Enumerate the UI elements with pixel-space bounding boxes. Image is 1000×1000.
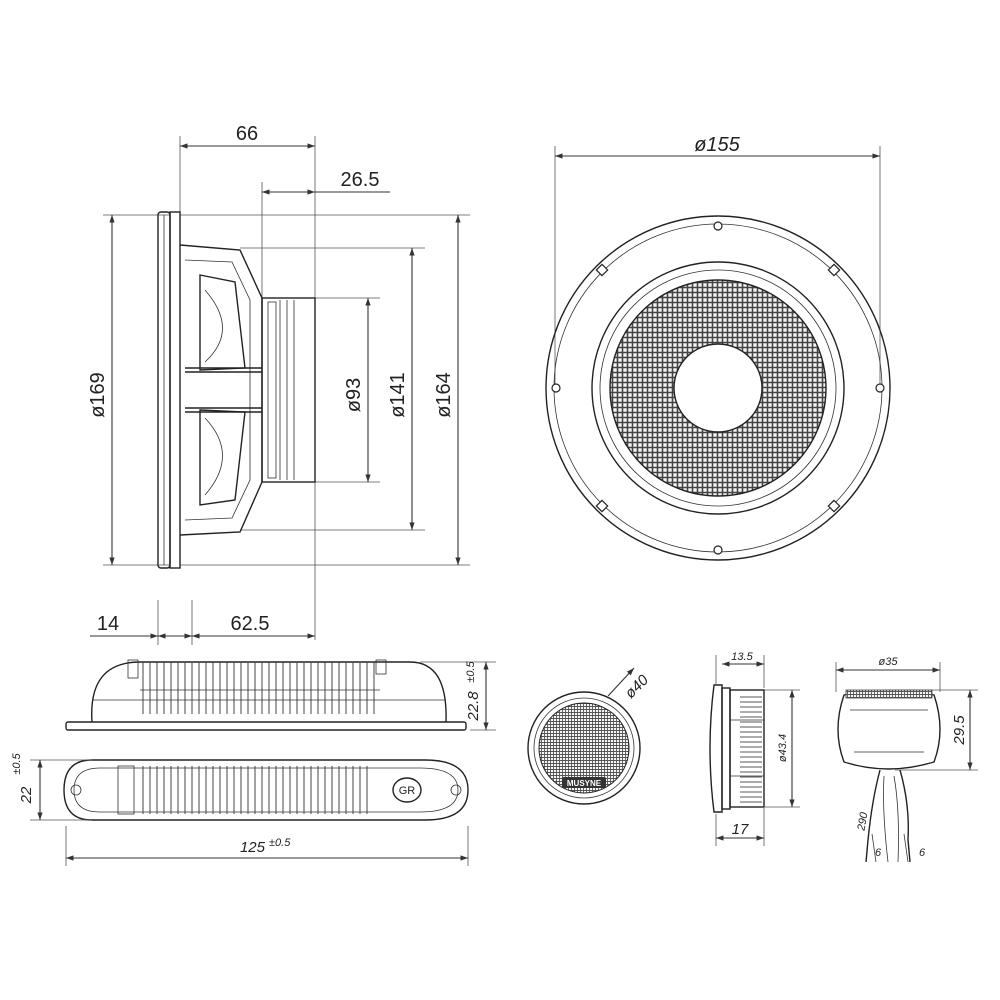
tweeter-logo-plate [562,777,606,788]
dim-magnet-depth: 26.5 [341,169,380,191]
tweeter-front-view: MUSYNE ø40 [527,667,652,805]
tweeter-cup-view: ø35 29.5 290 6 6 [835,656,978,863]
dim-woofer-depth: 66 [236,123,258,145]
dim-magnet-diameter: ø93 [343,378,365,412]
dim-cutout-diameter: ø141 [387,372,409,418]
woofer-front-view: ø155 [545,134,891,561]
dim-mount-depth: 62.5 [231,613,270,635]
dim-crossover-width-tol: ±0.5 [11,752,23,774]
mount-clips [595,263,841,513]
dim-lead-b: 6 [919,847,926,859]
crossover-top-view: GR 22 ±0.5 125 ±0.5 [11,752,469,866]
dim-frame-diameter: ø164 [433,372,455,418]
mount-holes [551,221,885,555]
dim-cable-length: 290 [855,811,870,833]
tweeter-brand: MUSYNE [567,779,602,788]
crossover-side-view: 22.8 ±0.5 [65,659,496,731]
dim-cup-diameter: ø35 [879,656,899,668]
woofer-side-view: 66 26.5 ø169 ø93 ø141 ø164 14 62.5 [87,123,470,645]
dim-bolt-circle: ø155 [694,134,740,156]
tweeter-side-view: 13.5 ø43.4 17 [709,651,800,846]
dim-crossover-height-tol: ±0.5 [465,660,477,682]
dim-flange: 14 [97,613,119,635]
dim-tweeter-base: 17 [732,821,749,838]
dim-crossover-length: 125 [240,839,266,856]
dim-lead-a: 6 [875,847,882,859]
dim-crossover-height: 22.8 [465,691,482,722]
dim-tweeter-side-diameter: ø43.4 [777,734,789,762]
dim-cup-height: 29.5 [951,715,968,746]
dim-tweeter-depth: 13.5 [731,651,753,663]
dim-outer-diameter: ø169 [87,372,109,418]
crossover-badge: GR [399,785,416,797]
dim-crossover-width: 22 [18,786,35,804]
dim-crossover-length-tol: ±0.5 [269,837,291,849]
